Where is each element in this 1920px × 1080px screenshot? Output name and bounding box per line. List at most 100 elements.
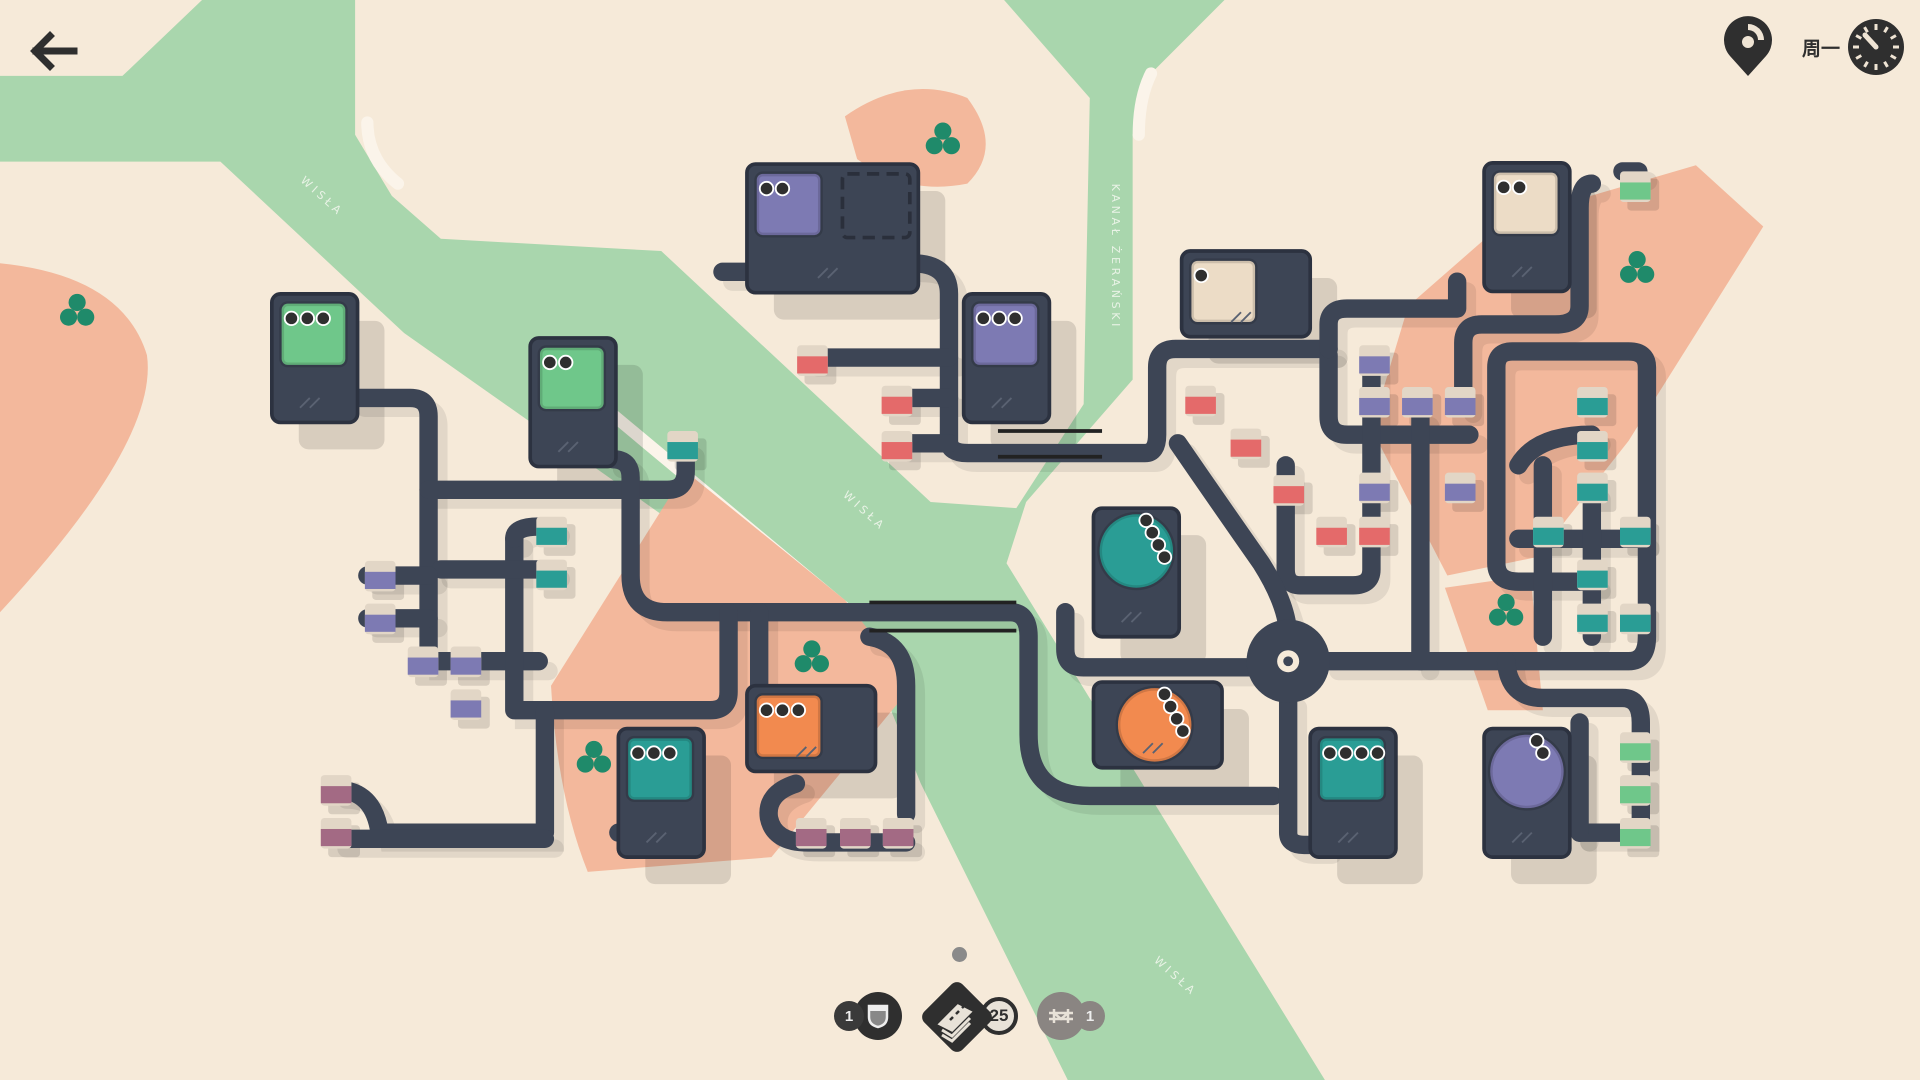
road-segment: [1454, 174, 1602, 414]
house-roof: [1577, 570, 1608, 588]
house-teal: [1577, 386, 1608, 418]
destination-empty-slot: [840, 172, 912, 240]
house-teal: [1577, 472, 1608, 504]
house-roof: [882, 828, 914, 847]
road-segment: [419, 437, 695, 499]
house-teal: [667, 431, 698, 462]
destination-purple: [961, 292, 1052, 425]
back-button[interactable]: [26, 28, 80, 74]
road-segment: [1168, 434, 1298, 646]
parking-lines: [991, 397, 1013, 409]
clock-tick: [1883, 26, 1889, 34]
clock-tick: [1889, 54, 1897, 60]
motorway-count: 1: [844, 1007, 854, 1025]
bridge-icon: [1049, 1009, 1073, 1023]
destination-beige: [1179, 249, 1313, 339]
road-segment: [1056, 603, 1259, 677]
house-red: [881, 385, 913, 417]
house-purple: [1444, 472, 1476, 504]
house-teal: [1577, 603, 1608, 635]
house-roof: [840, 828, 871, 847]
demand-pin-icon: [1007, 310, 1023, 327]
tree-cluster-icon: [1620, 251, 1655, 283]
road-segment: [1319, 272, 1467, 359]
tree: [585, 740, 603, 758]
demand-pin-icon: [1156, 549, 1173, 565]
house-roof: [364, 571, 396, 589]
tree: [593, 755, 612, 773]
arrow-left-icon: [30, 31, 78, 71]
tree-cluster-icon: [60, 293, 95, 326]
house-roof: [1359, 483, 1390, 501]
parking-lines: [1230, 311, 1252, 323]
tree: [576, 755, 594, 773]
demand-pin-icon: [1162, 698, 1179, 715]
house-roof: [1620, 786, 1651, 804]
house-teal: [1533, 516, 1564, 548]
parking-lines: [1337, 832, 1359, 844]
demand-pin-icon: [1511, 179, 1528, 195]
house-purple: [1359, 472, 1390, 504]
clock-tick: [1855, 54, 1863, 60]
house-purple: [1359, 386, 1390, 418]
roundabout[interactable]: [1246, 619, 1330, 703]
road-shadow: [429, 447, 705, 509]
house-mauve: [795, 817, 827, 849]
house-roof: [450, 700, 482, 718]
bridges[interactable]: [869, 429, 1103, 633]
house-roof: [1359, 356, 1390, 374]
road-segment: [860, 627, 916, 824]
house-red: [797, 345, 828, 376]
road-count: 25: [989, 1006, 1009, 1025]
road-network[interactable]: [327, 162, 1657, 855]
house-roof: [536, 570, 567, 588]
parking-lines: [817, 267, 839, 279]
clock-icon[interactable]: [1846, 17, 1906, 77]
tree-cluster-icon: [925, 122, 960, 155]
house-roof: [1620, 828, 1651, 847]
house-green: [1620, 732, 1651, 763]
demand-pin-icon: [1175, 723, 1191, 739]
motorway-tool-button[interactable]: 1: [834, 992, 902, 1040]
house-roof: [1577, 483, 1608, 501]
house-mauve: [840, 817, 871, 849]
tree: [925, 137, 943, 155]
location-pin-progress-icon[interactable]: [1722, 16, 1774, 78]
road-segment: [345, 388, 548, 671]
house-purple: [407, 646, 439, 678]
house-teal: [1620, 516, 1651, 548]
house-roof: [1620, 743, 1651, 761]
house-roof: [1533, 527, 1564, 545]
tree-cluster-icon: [794, 640, 829, 673]
road-tool-button[interactable]: 25: [918, 978, 1018, 1056]
road-segment: [1276, 358, 1381, 595]
road-shadow: [514, 539, 748, 730]
parking-lines: [557, 441, 579, 453]
demand-pin-icon: [774, 180, 791, 197]
tree: [942, 137, 960, 155]
house-roof: [1359, 527, 1390, 545]
destination-teal: [1308, 726, 1398, 859]
destination-teal: [1091, 506, 1182, 639]
demand-pin-icon: [315, 310, 331, 327]
house-roof: [1316, 527, 1347, 545]
house-red: [1316, 516, 1347, 548]
destination-purple: [745, 162, 921, 295]
road-segment: [903, 254, 1338, 463]
house-purple: [364, 560, 396, 592]
demand-pin-icon: [1138, 512, 1154, 529]
house-roof: [1402, 397, 1433, 416]
house-green: [1620, 171, 1651, 203]
bridge-tool-button[interactable]: 1: [1037, 992, 1105, 1040]
motorway-shield-icon: [867, 1004, 889, 1029]
day-label: 周一: [1802, 37, 1841, 60]
bridge-count: 1: [1085, 1007, 1095, 1025]
house-green: [1620, 775, 1651, 806]
road-shadow: [1329, 282, 1477, 368]
house-red: [1185, 385, 1216, 417]
house-roof: [881, 396, 913, 414]
house-mauve: [882, 817, 914, 849]
toolbar-page-dot: [952, 947, 967, 962]
house-purple: [450, 689, 482, 720]
